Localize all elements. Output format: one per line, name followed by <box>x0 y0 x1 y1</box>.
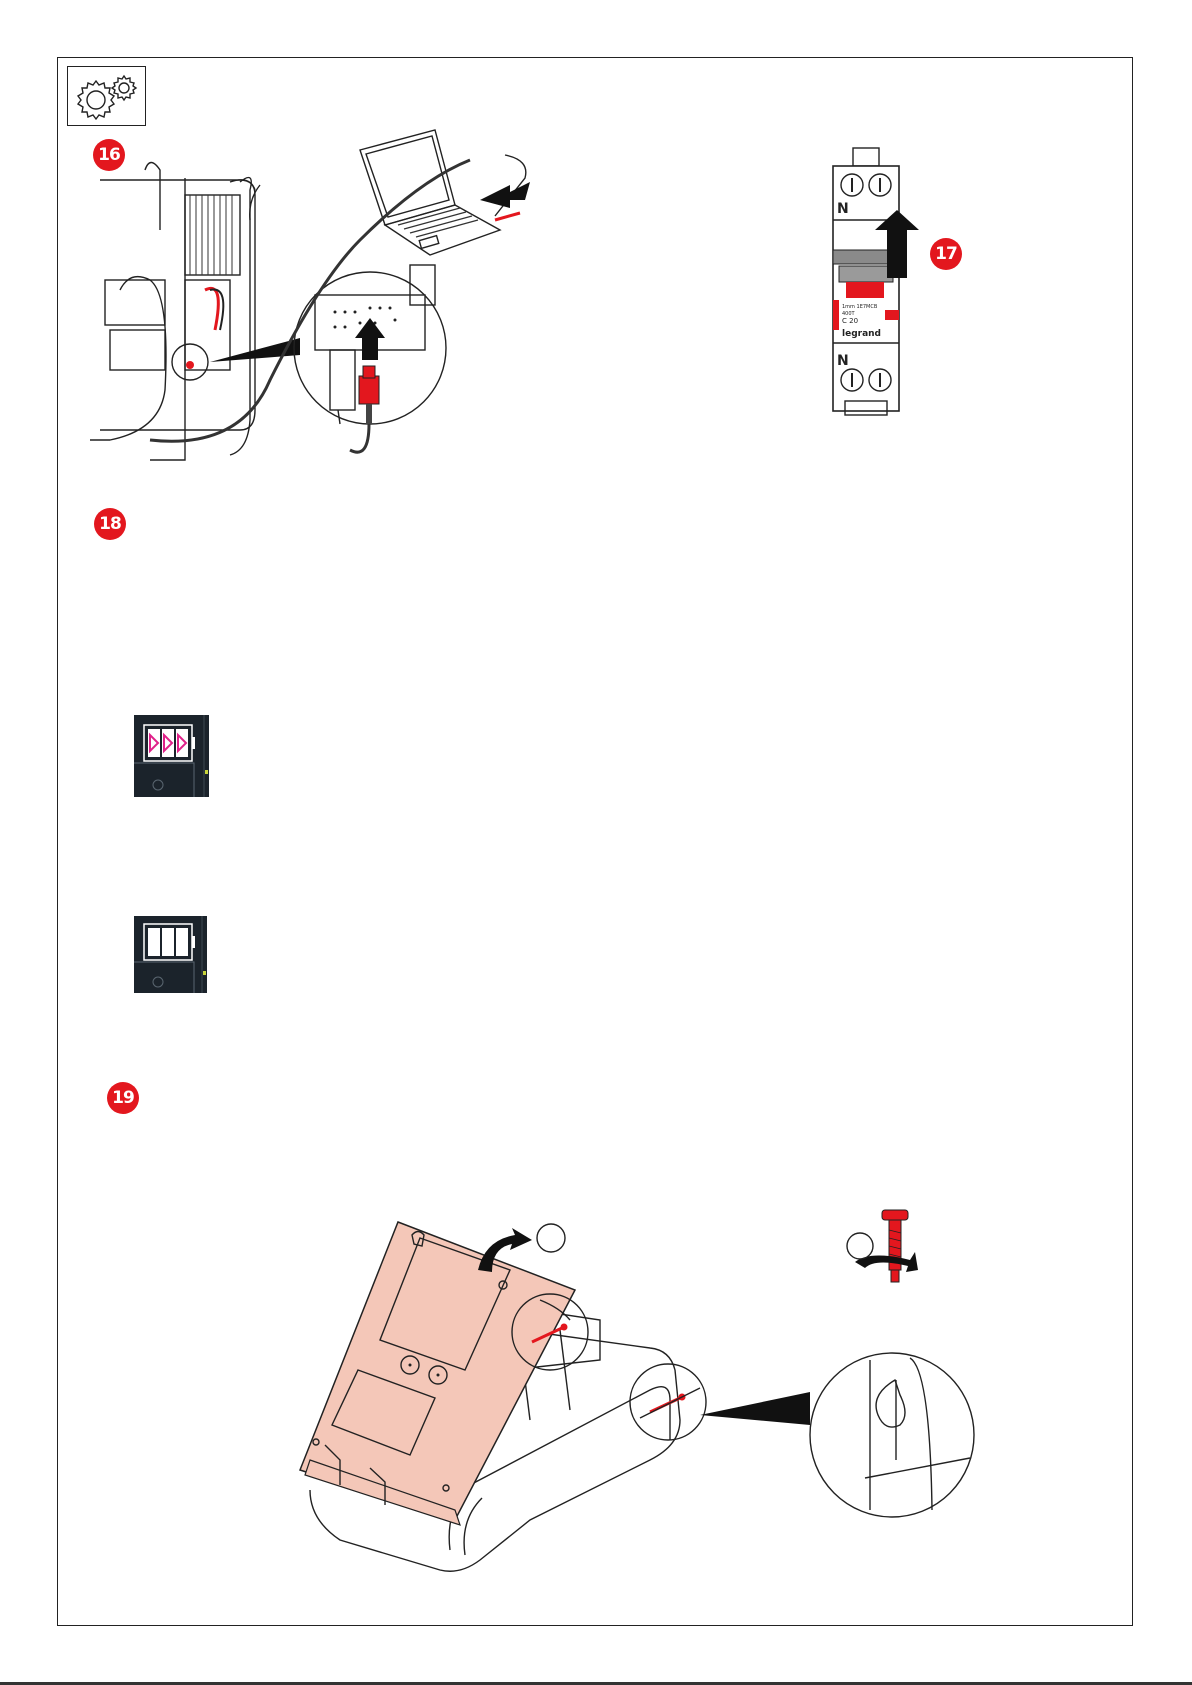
svg-text:1mm 1E7MCB: 1mm 1E7MCB <box>842 304 878 310</box>
breaker-top-terminal-label: N <box>837 201 849 217</box>
cover-closing-illustration <box>270 1220 1030 1580</box>
display-screen-full <box>134 916 207 993</box>
display-screen-charging <box>134 715 209 797</box>
step-18-badge: 18 <box>94 508 126 540</box>
settings-box <box>67 66 146 126</box>
step-19-badge: 19 <box>107 1082 139 1114</box>
breaker-brand: legrand <box>842 329 881 339</box>
breaker-bottom-terminal-label: N <box>837 353 849 369</box>
breaker-rating: C 20 <box>842 317 858 325</box>
charger-laptop-connection-illustration <box>90 130 590 460</box>
gears-icon <box>68 67 147 127</box>
circuit-breaker-illustration: N 1mm 1E7MCB 400T C 20 legrand N <box>825 148 945 428</box>
